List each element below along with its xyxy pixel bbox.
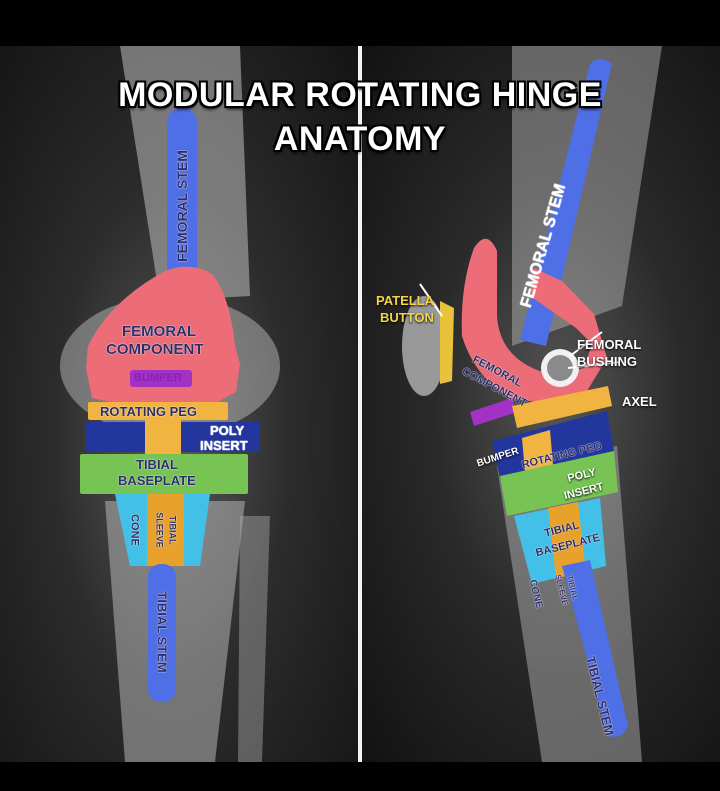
patella-button-label-2: BUTTON: [380, 310, 434, 325]
bushing-leader-line: [569, 331, 603, 357]
view-divider: [358, 46, 362, 762]
lateral-view-drawing: [402, 46, 662, 762]
tibial-sleeve-shape: [147, 494, 184, 566]
tibial-baseplate-shape: [80, 454, 248, 494]
tibial-baseplate-label-1: TIBIAL: [136, 457, 178, 472]
axel-label: AXEL: [622, 394, 657, 409]
patella-leader-line: [419, 283, 443, 317]
tibial-stem-shape: [148, 564, 176, 702]
rotating-peg-post: [145, 418, 181, 458]
patella-button-label-1: PATELLA: [376, 293, 435, 308]
patella-bone: [402, 296, 446, 396]
femoral-bushing-label-2: BUSHING: [577, 354, 637, 369]
rotating-peg-shape: [512, 386, 612, 428]
femoral-component-shape: [86, 266, 240, 408]
rotating-peg-label: ROTATING PEG: [100, 404, 198, 419]
femoral-component-label-2: COMPONENT: [106, 341, 204, 358]
tibial-sleeve-label-2: SLEEVE: [154, 512, 165, 548]
tibial-stem-shape: [562, 560, 628, 737]
axel-leader-line: [567, 361, 621, 369]
poly-insert-label-2: INSERT: [200, 438, 248, 453]
bumper-shape: [130, 370, 192, 387]
femoral-component-shape: [461, 238, 607, 404]
fibula-bone: [238, 516, 270, 762]
xray-image: FEMORAL STEM FEMORAL COMPONENT BUMPER RO…: [0, 46, 720, 762]
tibial-sleeve-shape: [548, 502, 586, 578]
tibial-sleeve-label-1: TIBIAL: [167, 515, 178, 545]
rotating-peg-shape: [88, 402, 228, 420]
axel-shape: [547, 355, 573, 381]
femoral-bushing-label-1: FEMORAL: [577, 337, 642, 352]
patella-button-shape: [440, 301, 454, 384]
title-line-1: MODULAR ROTATING HINGE: [118, 76, 602, 114]
ap-view-drawing: [60, 46, 280, 762]
poly-insert-shape: [492, 411, 614, 478]
title-line-2: ANATOMY: [273, 120, 447, 158]
cone-label: CONE: [128, 514, 141, 546]
bumper-label: BUMPER: [134, 372, 182, 384]
tibial-baseplate-label-2: BASEPLATE: [118, 473, 196, 488]
bumper-shape: [470, 398, 517, 426]
poly-insert-label-1: POLY: [210, 423, 245, 438]
femoral-stem-shape: [167, 108, 197, 318]
femoral-stem-label: FEMORAL STEM: [174, 150, 190, 262]
ap-view-panel: FEMORAL STEM FEMORAL COMPONENT BUMPER RO…: [0, 46, 358, 762]
tibial-stem-label: TIBIAL STEM: [154, 591, 170, 673]
lateral-view-panel: PATELLA BUTTON FEMORAL STEM FEMORAL BUSH…: [362, 46, 720, 762]
tibial-baseplate-shape: [500, 451, 618, 516]
femoral-component-label-1: FEMORAL: [122, 323, 197, 340]
